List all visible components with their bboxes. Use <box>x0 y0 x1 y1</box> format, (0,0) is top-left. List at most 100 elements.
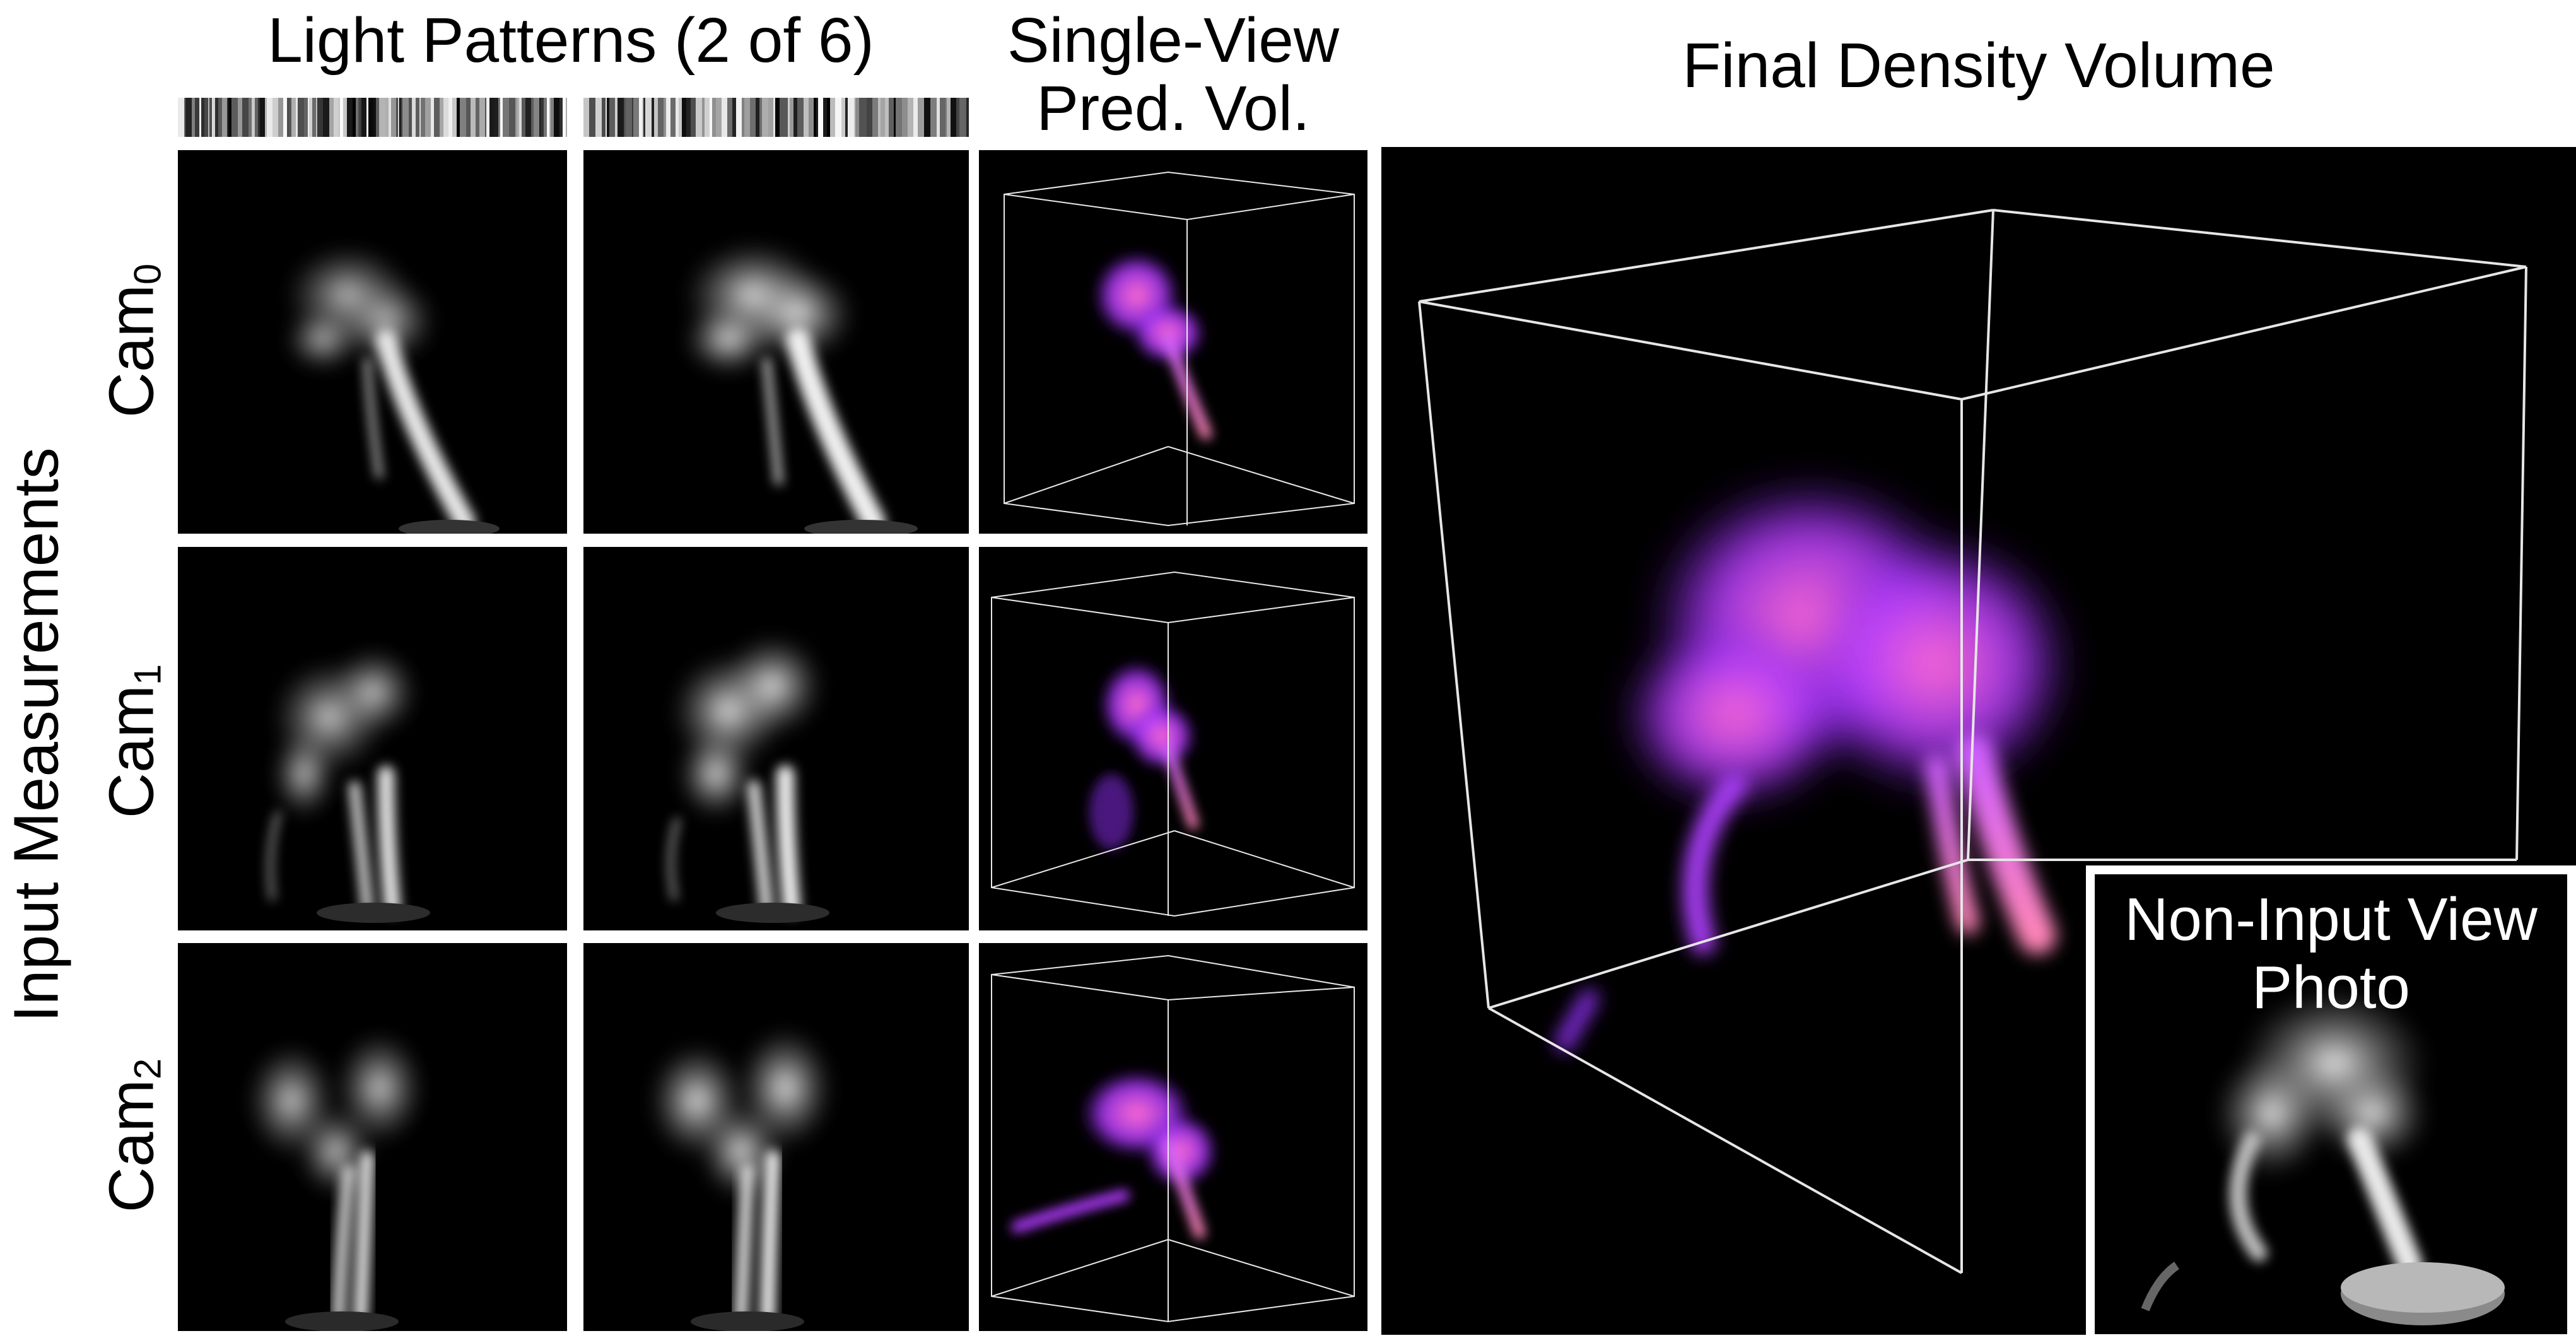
light-stripe-bar <box>416 98 419 137</box>
light-pattern-stripe-2 <box>583 98 969 137</box>
light-stripe-bar <box>228 98 231 137</box>
light-stripe-bar <box>878 98 881 137</box>
light-stripe-bar <box>396 98 398 137</box>
light-stripe-bar <box>830 98 835 137</box>
light-stripe-bar <box>664 98 665 137</box>
light-stripe-bar <box>744 98 750 137</box>
light-stripe-bar <box>768 98 773 137</box>
light-stripe-bar <box>867 98 872 137</box>
light-stripe-bar <box>762 98 768 137</box>
light-stripe-bar <box>845 98 848 137</box>
light-stripe-bar <box>204 98 208 137</box>
header-single-view: Single-View Pred. Vol. <box>979 6 1367 143</box>
light-stripe-bar <box>255 98 258 137</box>
light-stripe-bar <box>551 98 554 137</box>
light-stripe-bar <box>249 98 252 137</box>
light-stripe-bar <box>368 98 373 137</box>
light-stripe-bar <box>809 98 814 137</box>
light-stripe-bar <box>287 98 290 137</box>
light-stripe-bar <box>252 98 255 137</box>
light-stripe-bar <box>215 98 218 137</box>
wireframe-cube <box>991 571 1355 917</box>
light-stripe-bar <box>894 98 896 137</box>
light-stripe-bar <box>486 98 489 137</box>
light-stripe-bar <box>358 98 360 137</box>
light-stripe-bar <box>773 98 775 137</box>
light-stripe-bar <box>242 98 249 137</box>
light-stripe-bar <box>212 98 213 137</box>
light-stripe-bar <box>412 98 416 137</box>
light-stripe-bar <box>750 98 756 137</box>
light-stripe-bar <box>848 98 854 137</box>
light-stripe-bar <box>691 98 696 137</box>
light-stripe-bar <box>398 98 399 137</box>
camera-label-1-base: Cam <box>96 685 167 819</box>
measurement-cam1-pattern2 <box>583 547 969 930</box>
light-stripe-bar <box>722 98 727 137</box>
light-stripe-bar <box>615 98 618 137</box>
light-stripe-bar <box>316 98 317 137</box>
light-stripe-bar <box>642 98 643 137</box>
inset-title-line2: Photo <box>2252 953 2410 1021</box>
light-stripe-bar <box>448 98 452 137</box>
light-stripe-bar <box>231 98 238 137</box>
smoke-image <box>247 1031 424 1331</box>
light-stripe-bar <box>343 98 347 137</box>
light-stripe-bar <box>696 98 702 137</box>
light-stripe-bar <box>425 98 431 137</box>
measurement-cam2-pattern1 <box>178 943 567 1331</box>
light-stripe-bar <box>727 98 732 137</box>
light-stripe-bar <box>278 98 283 137</box>
light-stripe-bar <box>500 98 503 137</box>
inset-title-line1: Non-Input View <box>2124 886 2538 953</box>
light-stripe-bar <box>639 98 642 137</box>
light-stripe-bar <box>440 98 443 137</box>
light-stripe-bar <box>471 98 476 137</box>
light-stripe-bar <box>780 98 782 137</box>
light-stripe-bar <box>679 98 682 137</box>
light-stripe-bar <box>736 98 742 137</box>
light-stripe-bar <box>547 98 549 137</box>
non-input-view-photo-inset: Non-Input View Photo <box>2086 865 2576 1343</box>
light-stripe-bar <box>391 98 396 137</box>
light-stripe-bar <box>457 98 460 137</box>
smoke-image <box>650 1028 833 1331</box>
light-stripe-bar <box>918 98 924 137</box>
light-stripe-bar <box>645 98 652 137</box>
light-stripe-bar <box>195 98 199 137</box>
light-stripe-bar <box>618 98 624 137</box>
light-stripe-bar <box>353 98 356 137</box>
light-stripe-bar <box>509 98 515 137</box>
light-stripe-bar <box>841 98 845 137</box>
light-stripe-bar <box>559 98 563 137</box>
light-stripe-bar <box>312 98 316 137</box>
light-stripe-bar <box>816 98 818 137</box>
light-stripe-bar <box>290 98 291 137</box>
light-stripe-bar <box>476 98 479 137</box>
light-stripe-bar <box>347 98 353 137</box>
light-stripe-bar <box>296 98 298 137</box>
camera-label-2-base: Cam <box>96 1079 167 1213</box>
light-stripe-bar <box>539 98 541 137</box>
light-stripe-bar <box>178 98 184 137</box>
light-stripe-bar <box>595 98 602 137</box>
light-stripe-bar <box>399 98 401 137</box>
light-stripe-bar <box>835 98 841 137</box>
light-stripe-bar <box>283 98 287 137</box>
light-stripe-bar <box>541 98 544 137</box>
light-stripe-bar <box>376 98 379 137</box>
light-stripe-bar <box>889 98 894 137</box>
light-stripe-bar <box>940 98 946 137</box>
camera-label-0-sub: 0 <box>126 263 169 285</box>
light-stripe-bar <box>705 98 710 137</box>
header-final-density: Final Density Volume <box>1682 30 2275 101</box>
camera-label-1: Cam1 <box>96 664 170 819</box>
light-stripe-bar <box>323 98 329 137</box>
measurement-cam0-pattern2 <box>583 150 969 534</box>
light-stripe-bar <box>959 98 964 137</box>
light-stripe-bar <box>308 98 309 137</box>
wireframe-cube <box>1418 209 2527 1274</box>
light-stripe-bar <box>814 98 816 137</box>
light-stripe-bar <box>606 98 607 137</box>
light-stripe-bar <box>956 98 959 137</box>
